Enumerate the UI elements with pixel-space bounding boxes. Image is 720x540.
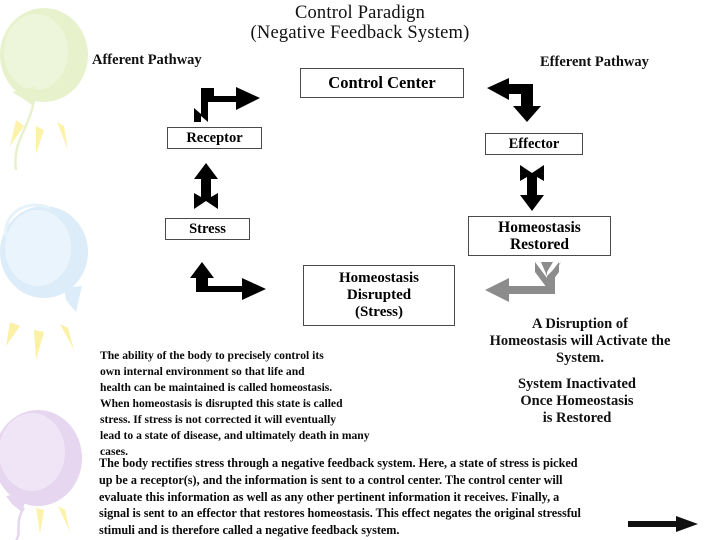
title-line-1: Control Paradign xyxy=(294,3,426,23)
efferent-pathway-label: Efferent Pathway xyxy=(540,54,649,70)
balloon-purple-icon xyxy=(0,410,82,540)
paragraph-homeostasis-definition: The ability of the body to precisely con… xyxy=(100,349,370,458)
arrow-up-then-right-icon xyxy=(194,87,260,122)
box-homeostasis-restored: Homeostasis Restored xyxy=(468,216,611,256)
box-homeostasis-disrupted-line-3: (Stress) xyxy=(354,303,404,320)
box-control-center-label: Control Center xyxy=(328,72,436,92)
slide-title: Control Paradign (Negative Feedback Syst… xyxy=(0,3,720,44)
ray-burst-purple-icon xyxy=(36,506,70,534)
ray-burst-green-icon xyxy=(10,120,68,154)
box-control-center: Control Center xyxy=(300,68,464,98)
box-stress: Stress xyxy=(165,218,250,240)
arrow-down-icon xyxy=(520,165,544,211)
title-line-2: (Negative Feedback System) xyxy=(250,22,470,43)
arrow-down-then-left-icon xyxy=(485,262,561,302)
note-disruption-activates: A Disruption of Homeostasis will Activat… xyxy=(489,316,671,366)
arrow-right-icon[interactable] xyxy=(628,516,698,532)
box-effector-label: Effector xyxy=(508,135,560,152)
box-homeostasis-restored-line-2: Restored xyxy=(509,236,570,253)
box-homeostasis-disrupted-line-2: Disrupted xyxy=(346,287,412,304)
box-receptor-label: Receptor xyxy=(186,129,243,146)
box-homeostasis-restored-line-1: Homeostasis xyxy=(498,218,581,236)
arrow-left-then-down-icon xyxy=(487,78,541,122)
box-receptor: Receptor xyxy=(167,127,262,149)
box-effector: Effector xyxy=(485,133,583,155)
afferent-pathway-label: Afferent Pathway xyxy=(92,52,202,68)
box-homeostasis-disrupted: Homeostasis Disrupted (Stress) xyxy=(303,265,455,326)
paragraph-negative-feedback-explanation: The body rectifies stress through a nega… xyxy=(99,456,581,538)
box-homeostasis-disrupted-line-1: Homeostasis xyxy=(339,270,419,287)
arrow-up-icon xyxy=(194,163,218,209)
ray-burst-blue-icon xyxy=(6,322,74,360)
arrow-left-then-up-icon xyxy=(190,262,266,300)
balloon-blue-icon xyxy=(0,203,88,312)
box-stress-label: Stress xyxy=(189,220,226,237)
note-system-inactivated: System Inactivated Once Homeostasis is R… xyxy=(517,376,636,426)
